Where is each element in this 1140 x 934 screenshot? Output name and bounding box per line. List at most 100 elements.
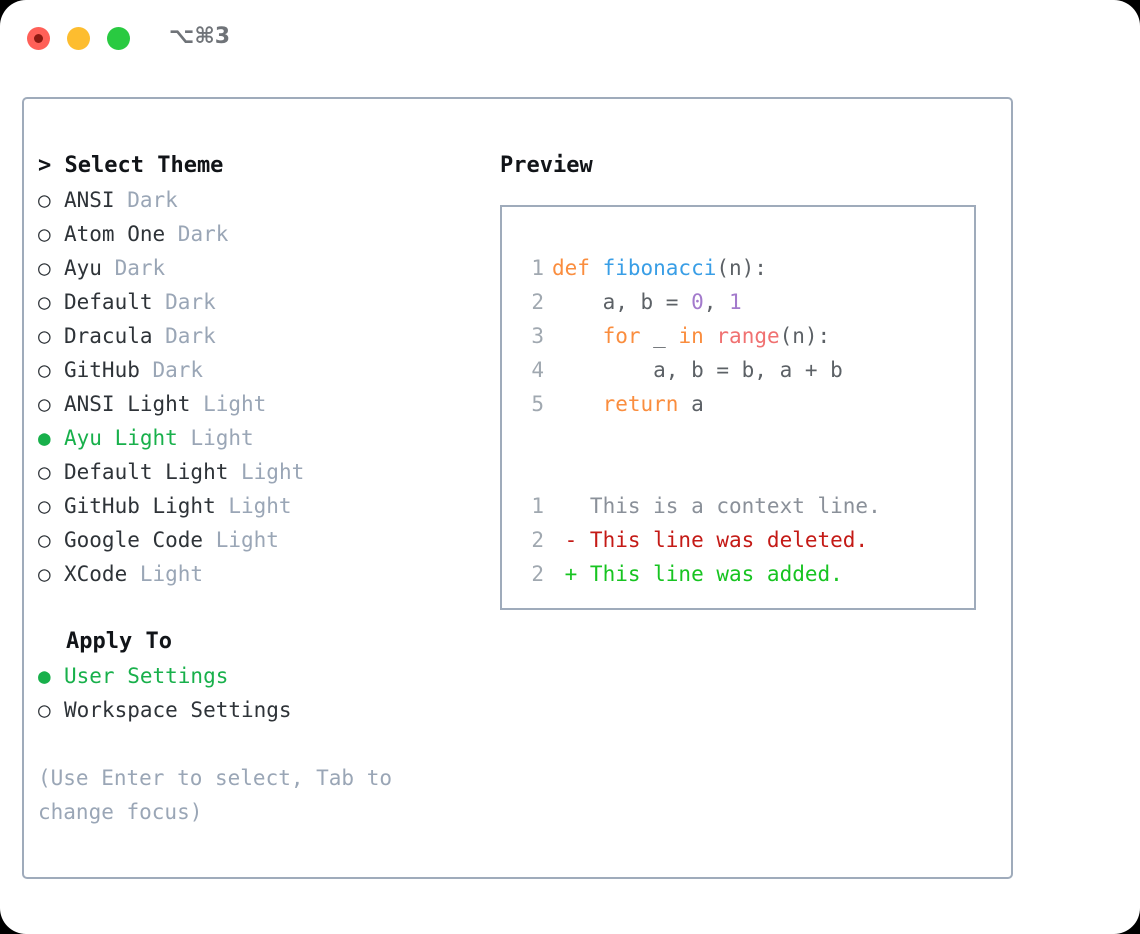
code-line-number: 2	[531, 290, 544, 314]
keyboard-hint-text: (Use Enter to select, Tab to change focu…	[38, 766, 393, 824]
list-spacer	[38, 591, 478, 625]
theme-option-kind: Dark	[139, 358, 204, 382]
theme-option-kind: Dark	[114, 188, 178, 212]
theme-option-8[interactable]: ○Default Light Light	[38, 455, 478, 489]
theme-option-label: Google Code	[64, 528, 204, 552]
theme-list: ○ANSI Dark○Atom One Dark○Ayu Dark○Defaul…	[38, 183, 478, 591]
code-token-kw: for	[602, 324, 641, 348]
theme-option-label: Atom One	[64, 222, 166, 246]
theme-option-kind: Light	[127, 562, 204, 586]
diff-line-text: + This line was added.	[552, 562, 843, 586]
theme-option-7[interactable]: ● Ayu Light Light	[38, 421, 478, 455]
radio-unselected-icon: ○	[38, 324, 51, 348]
title-bar: ⌥⌘3	[0, 0, 1140, 78]
theme-option-label: Ayu	[64, 256, 102, 280]
code-line: 2 a, b = 0, 1	[518, 285, 974, 319]
theme-option-4[interactable]: ○ Dracula Dark	[38, 319, 478, 353]
radio-unselected-icon: ○	[38, 528, 51, 552]
radio-unselected-icon: ○	[38, 290, 51, 314]
code-token-bi: range	[716, 324, 780, 348]
theme-option-10[interactable]: ○Google Code Light	[38, 523, 478, 557]
apply-option-label: User Settings	[64, 664, 229, 688]
apply-option-1[interactable]: ○ Workspace Settings	[38, 693, 478, 727]
code-line-number: 4	[531, 358, 544, 382]
code-token-txt: ,	[703, 290, 730, 314]
theme-option-kind: Light	[177, 426, 254, 450]
theme-option-kind: Dark	[152, 324, 216, 348]
apply-option-label: Workspace Settings	[64, 698, 292, 722]
code-line: 3 for _ in range(n):	[518, 319, 974, 353]
radio-unselected-icon: ○	[38, 188, 51, 212]
code-token-txt	[552, 392, 603, 416]
minimize-button[interactable]	[67, 27, 90, 50]
diff-sample: 1 This is a context line. 2 - This line w…	[518, 489, 974, 591]
diff-line-number: 1	[531, 494, 544, 518]
theme-option-kind: Light	[190, 392, 267, 416]
theme-option-9[interactable]: ○ GitHub Light Light	[38, 489, 478, 523]
code-token-kw: def	[552, 256, 603, 280]
radio-unselected-icon: ○	[38, 392, 51, 416]
theme-option-label: Default	[64, 290, 153, 314]
diff-line-text: This is a context line.	[552, 494, 881, 518]
close-button[interactable]	[27, 27, 50, 50]
apply-to-heading: Apply To	[66, 629, 172, 654]
code-token-txt: (n):	[779, 324, 831, 348]
radio-unselected-icon: ○	[38, 698, 51, 722]
theme-option-1[interactable]: ○ Atom One Dark	[38, 217, 478, 251]
radio-unselected-icon: ○	[38, 256, 51, 280]
preview-heading: Preview	[500, 153, 593, 178]
code-token-txt	[552, 324, 603, 348]
code-token-kw: return	[602, 392, 679, 416]
code-token-num: 0	[691, 290, 704, 314]
code-line: 4 a, b = b, a + b	[518, 353, 974, 387]
diff-line-number: 2	[531, 528, 544, 552]
theme-option-6[interactable]: ○ANSI Light Light	[38, 387, 478, 421]
select-theme-heading: > Select Theme	[38, 153, 224, 178]
code-line-number: 1	[531, 256, 544, 280]
code-token-txt: a, b = b, a + b	[552, 358, 843, 382]
theme-picker-panel: > Select Theme ○ANSI Dark○Atom One Dark○…	[22, 97, 1013, 879]
apply-option-0[interactable]: ● User Settings	[38, 659, 478, 693]
apply-to-list: ● User Settings ○ Workspace Settings	[38, 659, 478, 727]
theme-option-label: Ayu Light	[64, 426, 178, 450]
selection-column: > Select Theme ○ANSI Dark○Atom One Dark○…	[38, 149, 478, 829]
theme-option-label: GitHub	[64, 358, 140, 382]
diff-line-text: - This line was deleted.	[552, 528, 869, 552]
code-token-fn: fibonacci	[602, 256, 717, 280]
code-token-num: 1	[729, 290, 742, 314]
radio-unselected-icon: ○	[38, 562, 51, 586]
code-token-txt: a, b =	[552, 290, 692, 314]
theme-option-3[interactable]: ○ Default Dark	[38, 285, 478, 319]
theme-option-11[interactable]: ○XCode Light	[38, 557, 478, 591]
theme-option-kind: Light	[215, 494, 292, 518]
diff-line-number: 2	[531, 562, 544, 586]
diff-line-add: 2 + This line was added.	[518, 557, 974, 591]
radio-unselected-icon: ○	[38, 460, 51, 484]
radio-unselected-icon: ○	[38, 494, 51, 518]
maximize-button[interactable]	[107, 27, 130, 50]
theme-option-kind: Dark	[152, 290, 216, 314]
code-token-kw: in	[678, 324, 704, 348]
code-token-txt: _	[640, 324, 679, 348]
theme-option-0[interactable]: ○ ANSI Dark	[38, 183, 478, 217]
code-line-number: 3	[531, 324, 544, 348]
theme-option-2[interactable]: ○ Ayu Dark	[38, 251, 478, 285]
radio-selected-icon: ●	[38, 664, 51, 688]
radio-selected-icon: ●	[38, 426, 51, 450]
theme-option-kind: Dark	[101, 256, 166, 280]
theme-option-kind: Dark	[165, 222, 229, 246]
theme-option-label: ANSI	[64, 188, 115, 212]
theme-option-label: Dracula	[64, 324, 153, 348]
theme-option-5[interactable]: ○GitHub Dark	[38, 353, 478, 387]
theme-option-kind: Light	[228, 460, 305, 484]
code-token-txt	[704, 324, 717, 348]
theme-option-label: GitHub Light	[64, 494, 216, 518]
code-line: 5 return a	[518, 387, 974, 421]
diff-line-del: 2 - This line was deleted.	[518, 523, 974, 557]
radio-unselected-icon: ○	[38, 222, 51, 246]
